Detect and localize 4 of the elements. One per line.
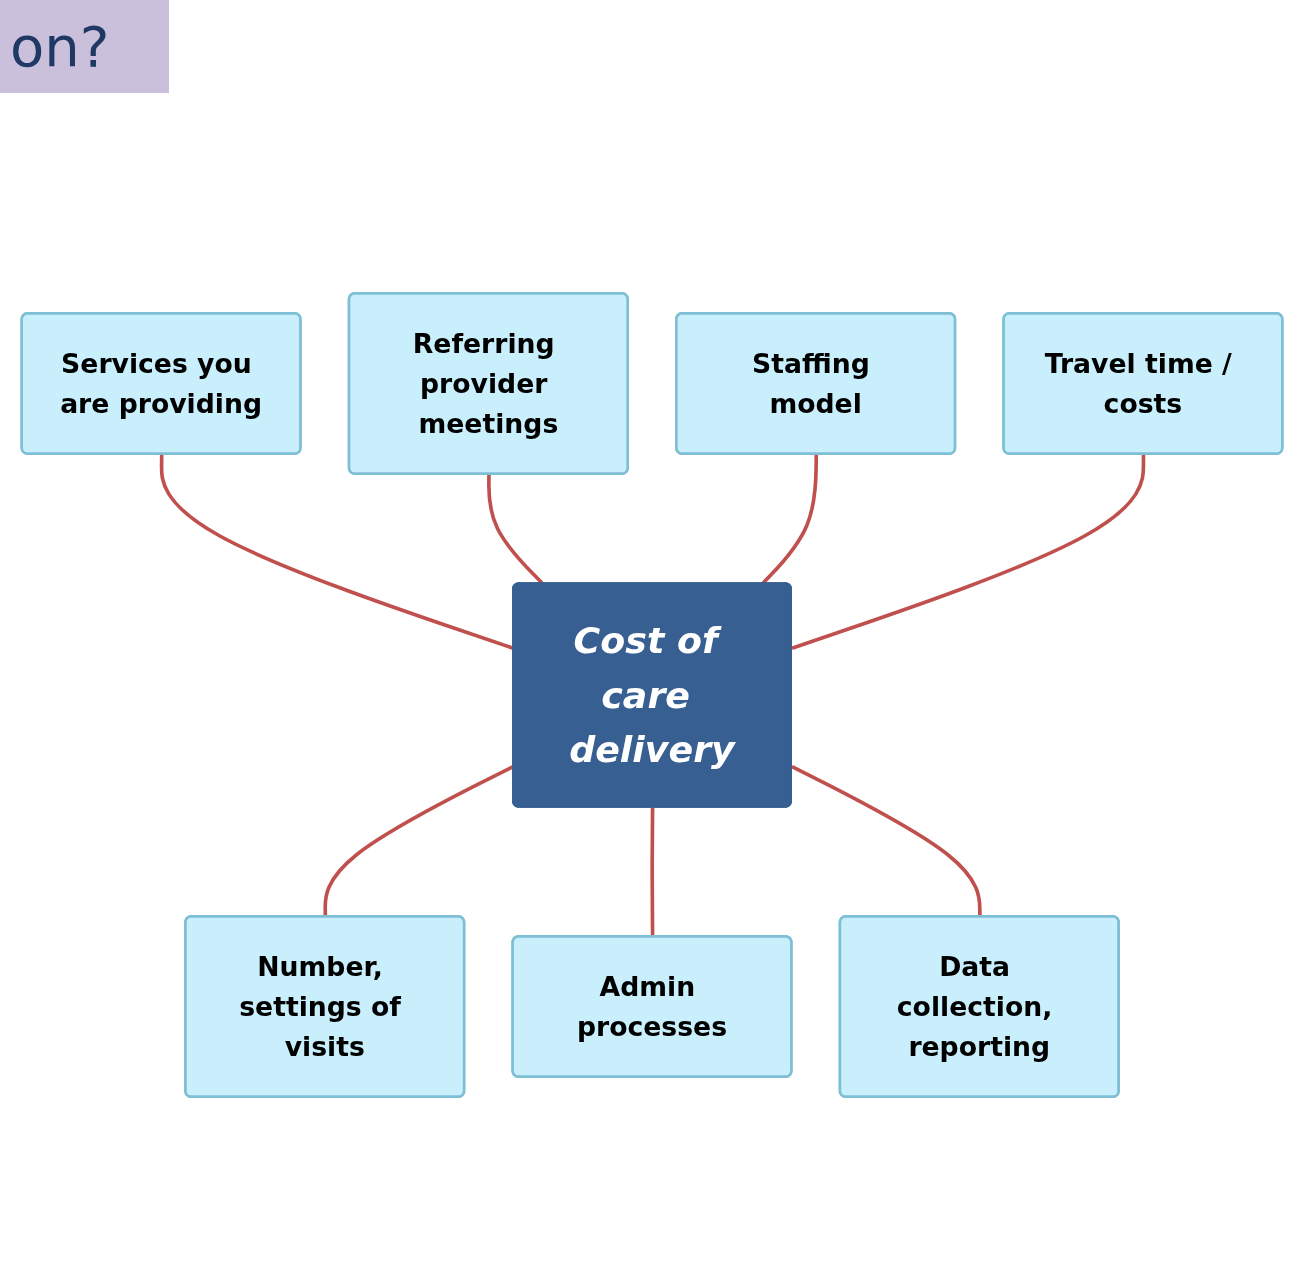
title: on? (0, 0, 170, 93)
connector (791, 764, 982, 917)
connector (791, 454, 1146, 650)
connector (650, 807, 655, 937)
